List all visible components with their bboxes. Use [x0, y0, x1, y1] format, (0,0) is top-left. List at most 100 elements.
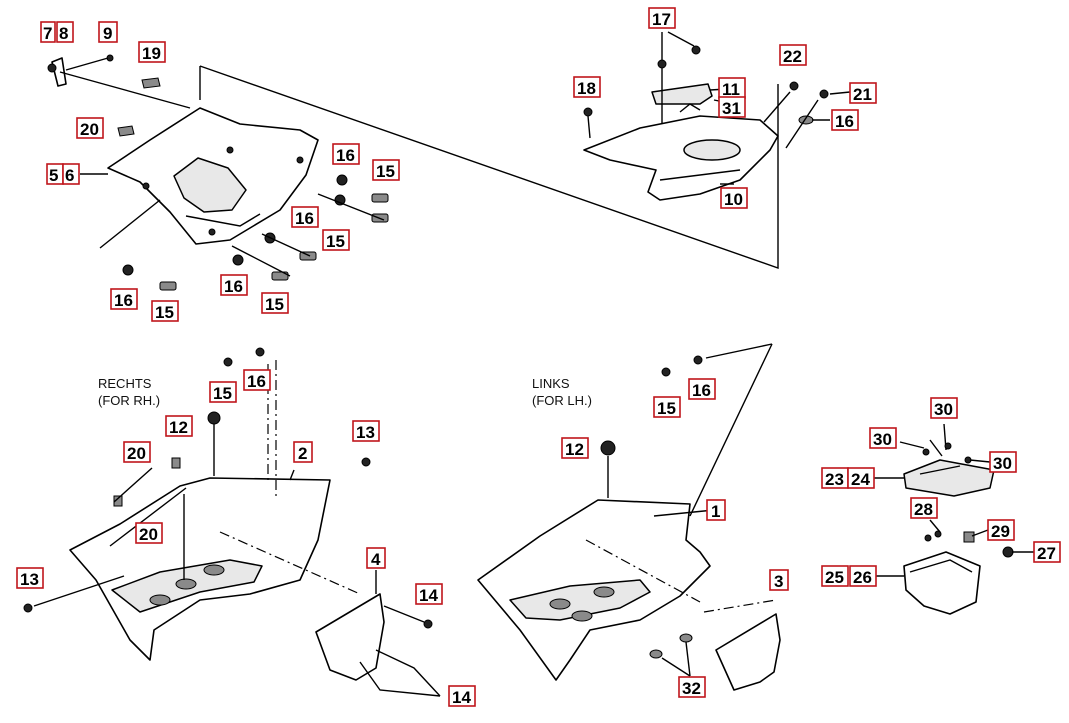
svg-text:2: 2: [298, 444, 307, 463]
svg-text:15: 15: [265, 295, 284, 314]
callout-20: 20: [135, 522, 163, 544]
svg-text:22: 22: [783, 47, 802, 66]
callout-3: 3: [769, 569, 789, 591]
callout-16: 16: [831, 109, 859, 131]
svg-text:10: 10: [724, 190, 743, 209]
svg-text:14: 14: [419, 586, 438, 605]
callout-15: 15: [261, 292, 289, 314]
svg-text:28: 28: [914, 500, 933, 519]
svg-text:3: 3: [774, 572, 783, 591]
callout-23: 23: [821, 467, 849, 489]
callout-5: 5: [46, 163, 64, 185]
callout-18: 18: [573, 76, 601, 98]
callout-31: 31: [718, 96, 746, 118]
svg-text:27: 27: [1037, 544, 1056, 563]
svg-text:15: 15: [213, 384, 232, 403]
callout-12: 12: [165, 415, 193, 437]
callout-26: 26: [849, 565, 877, 587]
svg-text:18: 18: [577, 79, 596, 98]
callout-2: 2: [293, 441, 313, 463]
front-panel-assembly: [47, 31, 829, 291]
right-footrest-assembly: [23, 347, 441, 697]
callout-13: 13: [352, 420, 380, 442]
callout-29: 29: [987, 519, 1015, 541]
storage-box-assembly: [903, 423, 1014, 615]
left-footrest-assembly: [477, 343, 781, 691]
svg-text:LINKS: LINKS: [532, 376, 570, 391]
callout-22: 22: [779, 44, 807, 66]
svg-text:20: 20: [139, 525, 158, 544]
svg-text:(FOR RH.): (FOR RH.): [98, 393, 160, 408]
callout-10: 10: [720, 187, 748, 209]
svg-text:15: 15: [155, 303, 174, 322]
svg-text:16: 16: [224, 277, 243, 296]
svg-text:29: 29: [991, 522, 1010, 541]
callout-24: 24: [847, 467, 875, 489]
svg-text:7: 7: [43, 24, 52, 43]
callout-30: 30: [930, 397, 958, 419]
svg-text:(FOR LH.): (FOR LH.): [532, 393, 592, 408]
callout-32: 32: [678, 676, 706, 698]
svg-text:15: 15: [657, 399, 676, 418]
svg-text:24: 24: [851, 470, 870, 489]
callout-20: 20: [76, 117, 104, 139]
svg-text:16: 16: [247, 372, 266, 391]
svg-text:25: 25: [825, 568, 844, 587]
callout-8: 8: [56, 21, 74, 43]
callout-20: 20: [123, 441, 151, 463]
callout-9: 9: [98, 21, 118, 43]
svg-text:30: 30: [873, 430, 892, 449]
svg-text:5: 5: [49, 166, 58, 185]
svg-text:31: 31: [722, 99, 741, 118]
callout-14: 14: [415, 583, 443, 605]
callout-11: 11: [718, 77, 746, 99]
svg-text:19: 19: [142, 44, 161, 63]
svg-text:23: 23: [825, 470, 844, 489]
svg-text:12: 12: [565, 440, 584, 459]
callout-15: 15: [372, 159, 400, 181]
svg-text:RECHTS: RECHTS: [98, 376, 152, 391]
svg-text:30: 30: [993, 454, 1012, 473]
svg-text:8: 8: [59, 24, 68, 43]
callout-14: 14: [448, 685, 476, 707]
svg-text:16: 16: [336, 146, 355, 165]
callout-6: 6: [62, 163, 80, 185]
callout-7: 7: [40, 21, 56, 43]
callout-30: 30: [989, 451, 1017, 473]
callout-25: 25: [821, 565, 849, 587]
svg-text:13: 13: [356, 423, 375, 442]
callout-15: 15: [322, 229, 350, 251]
svg-text:16: 16: [295, 209, 314, 228]
svg-text:4: 4: [371, 550, 381, 569]
svg-text:26: 26: [853, 568, 872, 587]
svg-text:13: 13: [20, 570, 39, 589]
callout-15: 15: [151, 300, 179, 322]
callout-15: 15: [653, 396, 681, 418]
callout-12: 12: [561, 437, 589, 459]
callout-19: 19: [138, 41, 166, 63]
callout-1: 1: [706, 499, 726, 521]
callout-16: 16: [688, 378, 716, 400]
svg-text:20: 20: [80, 120, 99, 139]
svg-text:11: 11: [722, 80, 740, 99]
svg-text:6: 6: [65, 166, 74, 185]
callout-13: 13: [16, 567, 44, 589]
callout-27: 27: [1033, 541, 1061, 563]
callout-15: 15: [209, 381, 237, 403]
svg-text:1: 1: [711, 502, 720, 521]
callout-16: 16: [291, 206, 319, 228]
svg-text:12: 12: [169, 418, 188, 437]
svg-text:21: 21: [853, 85, 872, 104]
callout-21: 21: [849, 82, 877, 104]
callout-4: 4: [366, 547, 386, 569]
svg-text:30: 30: [934, 400, 953, 419]
callout-30: 30: [869, 427, 897, 449]
svg-text:16: 16: [835, 112, 854, 131]
svg-text:20: 20: [127, 444, 146, 463]
callout-17: 17: [648, 7, 676, 29]
callout-16: 16: [243, 369, 271, 391]
svg-text:32: 32: [682, 679, 701, 698]
svg-text:17: 17: [652, 10, 671, 29]
rh-side-label: RECHTS (FOR RH.): [98, 376, 160, 408]
